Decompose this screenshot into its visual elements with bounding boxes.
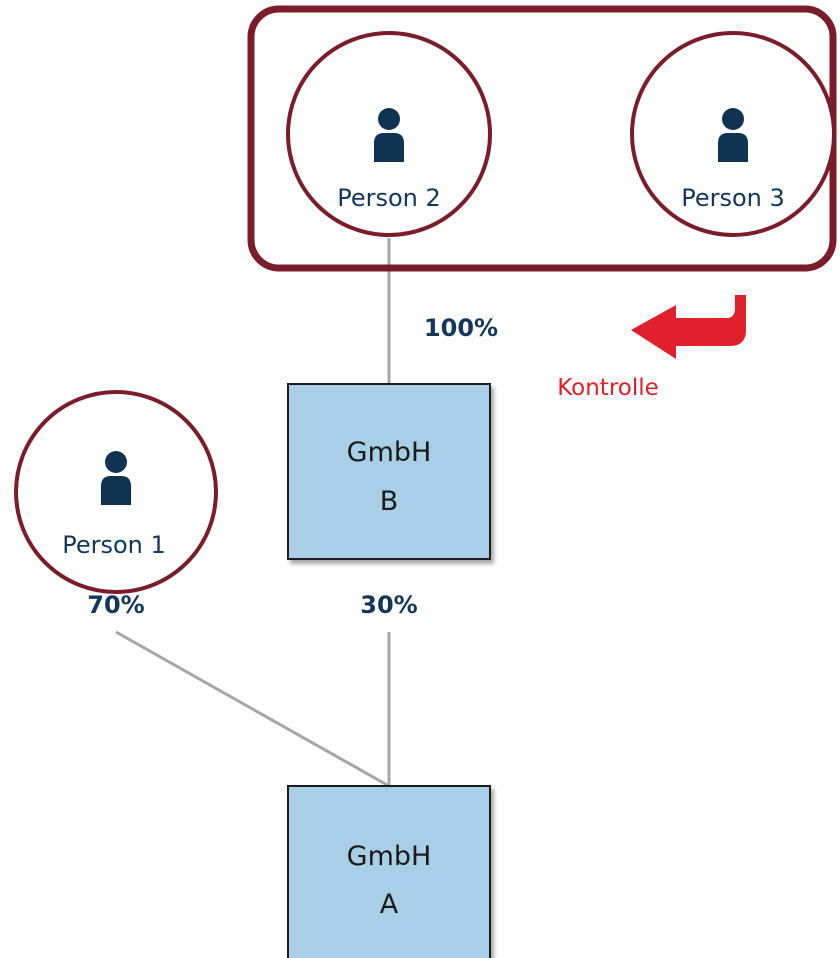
gmbh-b-label-line2: B xyxy=(380,486,399,517)
person-2-node: Person 2 xyxy=(286,31,492,237)
share-gmbh-b-gmbh-a: 30% xyxy=(360,591,417,619)
gmbh-b-label-line1: GmbH xyxy=(347,437,432,468)
share-person1-gmbh-a: 70% xyxy=(87,591,144,619)
person-1-label: Person 1 xyxy=(62,531,166,559)
share-person2-gmbh-b: 100% xyxy=(424,314,498,342)
person-icon xyxy=(718,108,748,162)
gmbh-a-label-line2: A xyxy=(380,889,399,920)
person-2-label: Person 2 xyxy=(337,184,441,212)
person-icon xyxy=(101,451,131,505)
gmbh-a-label-line1: GmbH xyxy=(347,841,432,872)
connector-person1-gmbh-a xyxy=(115,630,390,788)
gmbh-b-node: GmbH B xyxy=(287,383,491,560)
control-arrow-icon xyxy=(631,295,746,359)
person-3-node: Person 3 xyxy=(630,31,836,237)
person-3-label: Person 3 xyxy=(681,184,785,212)
control-label: Kontrolle xyxy=(557,375,659,401)
gmbh-a-node: GmbH A xyxy=(287,785,491,958)
person-1-node: Person 1 xyxy=(14,390,218,594)
person-icon xyxy=(374,108,404,162)
